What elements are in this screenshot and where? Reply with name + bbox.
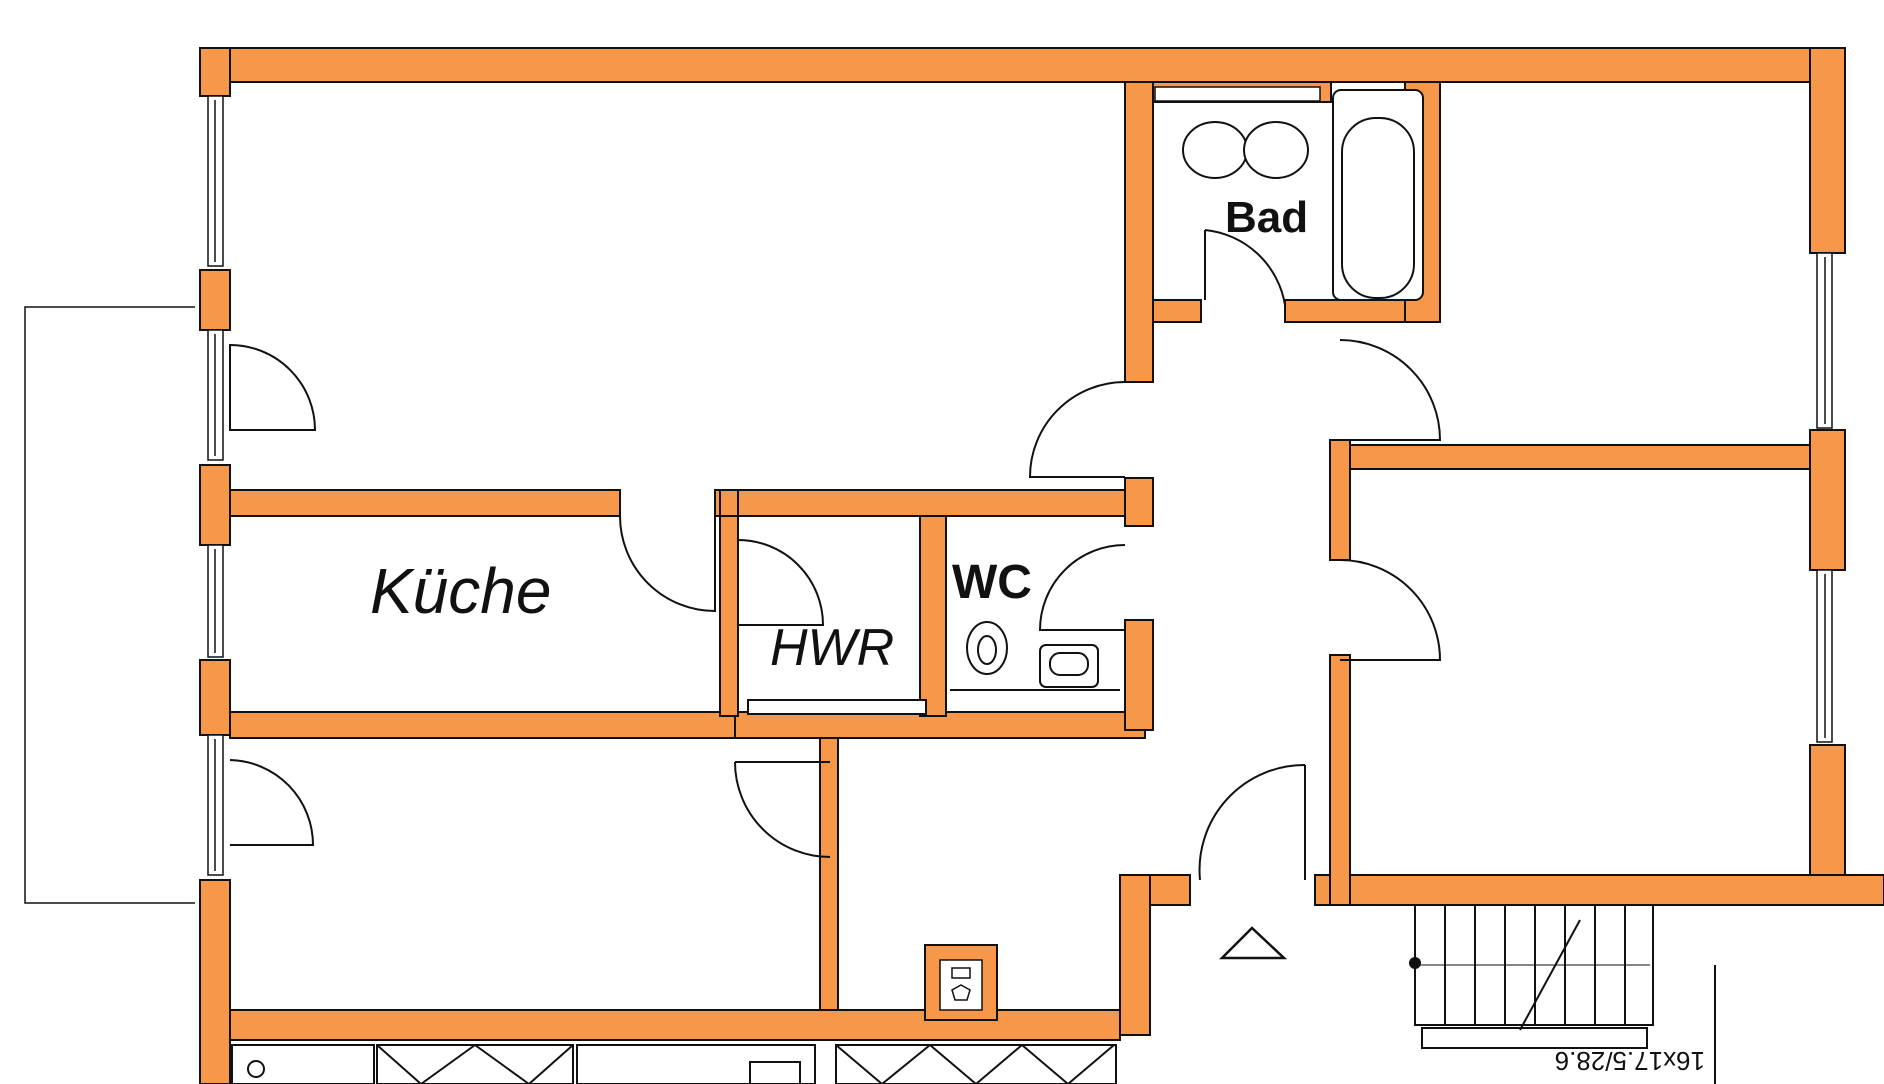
door-swings — [229, 229, 1442, 881]
stair-label: 16x17.5/28.6 — [1555, 1046, 1705, 1076]
walls — [199, 47, 1884, 1084]
chimney — [939, 959, 983, 1011]
room-label-bad: Bad — [1225, 193, 1308, 242]
hwr-shelf — [747, 699, 927, 715]
balcony — [24, 306, 195, 904]
wc-fixtures — [950, 621, 1120, 691]
windows — [207, 86, 1833, 876]
entrance-marker — [1218, 926, 1288, 960]
cabinets — [231, 1044, 1117, 1084]
staircase — [1409, 904, 1716, 1084]
room-label-hwr: HWR — [770, 619, 894, 677]
room-label-wc: WC — [952, 556, 1032, 609]
room-label-kueche: Küche — [370, 555, 551, 627]
bath-fixtures — [1182, 89, 1424, 301]
